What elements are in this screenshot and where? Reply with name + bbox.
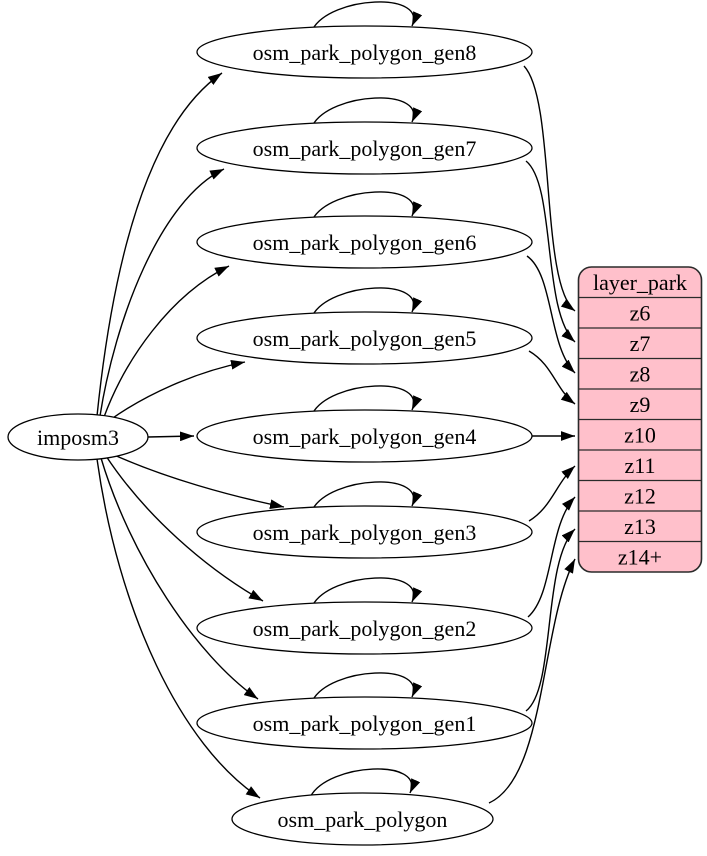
node-osm-park-polygon-gen5: osm_park_polygon_gen5 [196,311,533,365]
edge-imposm3-to-gen8 [96,72,223,417]
layer-row-z9-label: z9 [630,392,651,417]
edge-gen1-to-z13 [525,528,576,712]
edges-from-source [96,72,285,799]
layer-row-z6: z6 [578,296,702,326]
self-loop-gen1 [311,672,423,701]
edge-gen3-to-z11 [528,465,576,522]
layer-park-table: layer_park z6 z7 z8 z9 z10 z11 z12 [577,266,703,573]
layer-row-z7-label: z7 [630,331,651,356]
layer-row-z7: z7 [578,327,702,356]
edge-imposm3-to-gen2 [105,455,264,602]
edges-to-layer [488,65,576,804]
node-imposm3: imposm3 [7,413,149,461]
node-osm-park-polygon-gen3: osm_park_polygon_gen3 [196,505,533,559]
gen5-label: osm_park_polygon_gen5 [253,326,477,351]
edge-imposm3-to-gen6 [103,265,230,418]
imposm3-label: imposm3 [37,425,119,450]
layer-row-z12-label: z12 [624,484,656,509]
layer-row-z12: z12 [578,479,702,509]
edge-imposm3-to-polygon [96,458,261,799]
gen4-ellipse [196,409,533,463]
layer-row-z8: z8 [578,357,702,387]
gen6-label: osm_park_polygon_gen6 [253,230,477,255]
edge-imposm3-to-gen3 [111,453,285,510]
node-osm-park-polygon-gen7: osm_park_polygon_gen7 [196,121,533,175]
gen4-label: osm_park_polygon_gen4 [253,424,477,449]
self-loop-gen3 [311,481,423,510]
gen1-label: osm_park_polygon_gen1 [253,711,477,736]
layer-row-z14plus: z14+ [578,540,702,570]
layer-row-z9: z9 [578,388,702,417]
self-loop-gen4 [311,385,423,414]
node-osm-park-polygon-gen6: osm_park_polygon_gen6 [196,215,533,269]
node-osm-park-polygon-gen8: osm_park_polygon_gen8 [196,25,533,79]
edge-imposm3-to-gen4 [147,431,195,442]
edge-imposm3-to-gen5 [109,359,246,421]
gen6-ellipse [196,215,533,269]
polygon-ellipse [231,792,494,846]
node-osm-park-polygon-gen1: osm_park_polygon_gen1 [196,696,533,750]
edge-gen8-to-z6 [523,65,576,312]
node-osm-park-polygon-gen2: osm_park_polygon_gen2 [196,601,533,655]
self-loop-gen7 [311,97,423,126]
layer-row-z11: z11 [578,449,702,478]
gen3-label: osm_park_polygon_gen3 [253,520,477,545]
node-osm-park-polygon: osm_park_polygon [231,792,494,846]
layer-park-title: layer_park [593,270,687,295]
gen1-ellipse [196,696,533,750]
layer-row-z13: z13 [578,510,702,539]
gen5-ellipse [196,311,533,365]
layer-row-z10: z10 [578,418,702,448]
edge-gen5-to-z9 [528,350,576,405]
layer-row-z10-label: z10 [624,423,656,448]
gen8-label: osm_park_polygon_gen8 [253,40,477,65]
edge-gen2-to-z12 [527,496,576,618]
gen7-ellipse [196,121,533,175]
gen2-label: osm_park_polygon_gen2 [253,616,477,641]
gen2-ellipse [196,601,533,655]
layer-row-z14plus-label: z14+ [618,545,662,570]
self-loop-gen2 [311,577,423,606]
edge-imposm3-to-gen7 [99,168,225,417]
self-loops [309,1,423,797]
layer-row-z8-label: z8 [630,362,651,387]
self-loop-gen8 [311,1,423,30]
edge-gen6-to-z8 [526,255,576,374]
imposm3-ellipse [7,413,149,461]
gen8-ellipse [196,25,533,79]
node-osm-park-polygon-gen4: osm_park_polygon_gen4 [196,409,533,463]
edge-polygon-to-z14plus [488,558,576,804]
layer-row-z6-label: z6 [630,301,651,326]
polygon-label: osm_park_polygon [278,807,448,832]
gen3-ellipse [196,505,533,559]
self-loop-gen6 [311,191,423,220]
self-loop-gen5 [311,287,423,316]
layer-row-z13-label: z13 [624,514,656,539]
edge-imposm3-to-gen1 [100,457,259,700]
edge-gen7-to-z7 [525,160,576,343]
self-loop-polygon [309,768,421,797]
layer-row-z11-label: z11 [625,453,656,478]
gen7-label: osm_park_polygon_gen7 [253,136,477,161]
